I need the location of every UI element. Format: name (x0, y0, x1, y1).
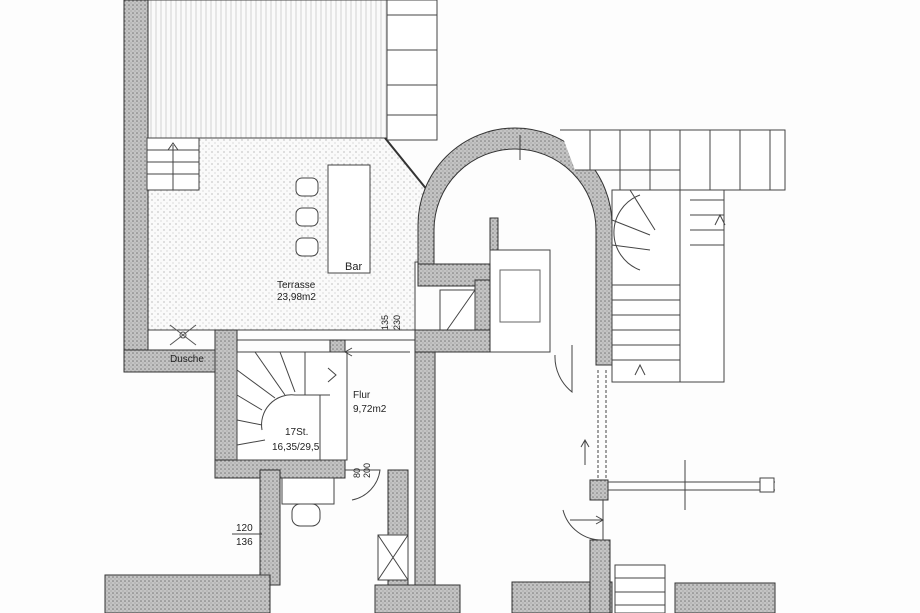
stair-steps: 17St. (285, 427, 308, 438)
bottom-center-wall (374, 584, 461, 613)
wc-left-wall (259, 469, 281, 586)
entry-door-swing (562, 500, 604, 541)
window-height: 136 (236, 537, 253, 548)
bar-label: Bar (345, 261, 362, 273)
small-door-swing (345, 469, 381, 501)
hall-label: Flur (353, 390, 371, 401)
shower-label: Dusche (170, 354, 204, 365)
bar-stool (295, 177, 319, 197)
hall-arrow-head (343, 347, 353, 357)
bottom-far-right-wall (674, 582, 776, 613)
main-spiral-stair (236, 351, 348, 461)
window-width: 120 (236, 523, 253, 534)
hall-area: 9,72m2 (353, 404, 387, 415)
bottom-right-pillar (589, 539, 611, 613)
glazing-arrow-head (580, 438, 590, 448)
terrace-diagonal-edge (384, 137, 433, 197)
door-top-width: 135 (380, 315, 390, 330)
door-top-height: 230 (392, 315, 402, 330)
stair-ratio: 16,35/29,5 (272, 442, 320, 453)
wc-bowl (291, 503, 321, 527)
terrace-small-stair (146, 137, 200, 191)
left-exterior-wall (123, 0, 149, 371)
bottom-left-wall (104, 574, 271, 613)
right-spiral-stair (611, 189, 726, 383)
shower-symbol (169, 324, 197, 346)
wc-cistern (281, 477, 335, 505)
stair-left-wall (214, 329, 238, 476)
facade-post (589, 479, 609, 501)
entry-arrow-head (595, 515, 605, 525)
hall-top-wall (414, 329, 491, 353)
tower-door-swing (554, 345, 573, 394)
tower-cross-wall (417, 263, 491, 287)
upper-roof-area (146, 0, 388, 139)
door-small-width: 80 (352, 468, 362, 478)
tower-cabinet-inner (499, 269, 541, 323)
terrace-area: 23,98m2 (277, 292, 316, 303)
facade-end-post (759, 477, 775, 493)
bar-stool (295, 207, 319, 227)
hall-right-wall (414, 329, 436, 586)
right-stair-top (560, 129, 786, 191)
bar-stool (295, 237, 319, 257)
top-stair-block (386, 0, 438, 141)
wc-washbasin-diag (377, 534, 409, 581)
bar-counter (327, 164, 371, 274)
bottom-stair (614, 564, 666, 613)
terrace-label: Terrasse (277, 280, 316, 291)
